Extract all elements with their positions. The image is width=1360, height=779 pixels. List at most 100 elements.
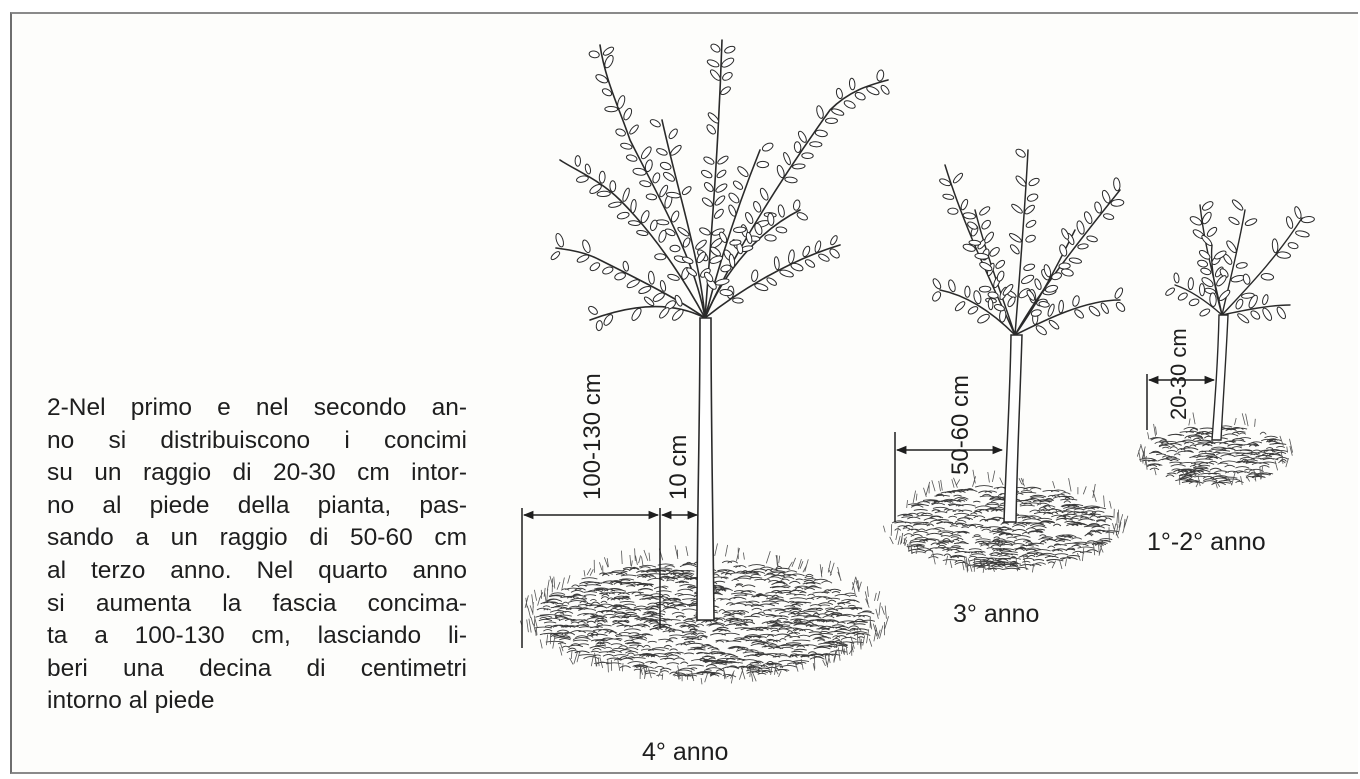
leaf	[980, 219, 992, 231]
leaf	[826, 118, 838, 123]
leaf	[796, 211, 809, 222]
leaf	[1113, 177, 1121, 191]
leaf	[628, 124, 639, 136]
leaf	[1048, 319, 1060, 330]
leaf	[713, 208, 725, 220]
leaf	[640, 209, 651, 223]
leaf	[576, 175, 589, 184]
leaf	[988, 299, 993, 310]
leaf	[628, 220, 640, 226]
leaf	[835, 88, 843, 99]
leaf	[954, 300, 966, 312]
leaf	[880, 84, 891, 96]
leaf	[715, 278, 730, 286]
leaf	[669, 144, 682, 157]
leaf	[965, 286, 970, 297]
leaf	[694, 239, 708, 251]
leaf	[1188, 278, 1194, 290]
leaf	[720, 85, 732, 96]
leaf	[602, 266, 614, 276]
leaf	[1035, 324, 1048, 336]
leaf	[658, 306, 671, 319]
leaf	[700, 169, 713, 179]
leaf	[1272, 239, 1279, 253]
radius-label-year4: 100-130 cm	[579, 373, 606, 500]
leaf	[616, 95, 626, 110]
leaf	[988, 246, 1001, 258]
leaf	[1261, 307, 1273, 322]
leaf	[727, 191, 740, 204]
leaf	[1242, 273, 1251, 285]
leaf	[599, 171, 605, 183]
leaf	[816, 105, 825, 119]
leaf	[643, 296, 655, 307]
leaf	[709, 68, 722, 81]
year-label-1-2: 1°-2° anno	[1147, 528, 1266, 556]
leaf	[754, 282, 769, 292]
leaf	[605, 106, 618, 111]
leaf	[782, 152, 792, 166]
leaf	[1028, 177, 1040, 187]
leaf	[967, 305, 979, 315]
leaf	[1006, 296, 1016, 308]
leaf	[784, 176, 797, 183]
leaf	[1115, 301, 1127, 313]
leaf	[1010, 203, 1023, 215]
leaf	[1261, 273, 1274, 281]
leaf	[615, 128, 627, 137]
leaf	[1058, 300, 1063, 313]
leaf	[978, 205, 991, 216]
leaf	[720, 56, 735, 69]
leaf	[1236, 312, 1250, 324]
leaf	[1025, 219, 1037, 229]
leaf	[644, 159, 653, 172]
tree-year-4: 100-130 cm 10 cm 4° anno	[520, 40, 890, 766]
leaf	[610, 181, 616, 192]
leaf	[597, 191, 610, 197]
leaf	[1165, 287, 1176, 297]
leaf	[649, 118, 661, 128]
leaf	[947, 279, 956, 292]
leaf	[866, 85, 881, 97]
leaf	[744, 211, 754, 224]
leaf	[1277, 251, 1291, 259]
leaf	[876, 69, 885, 81]
tree-crown	[550, 40, 891, 331]
leaf	[1025, 234, 1037, 243]
leaf	[714, 194, 726, 206]
leaf	[774, 256, 780, 269]
leaf	[732, 180, 744, 191]
leaf	[699, 226, 712, 236]
leaf	[759, 187, 770, 201]
tree-trunk	[1212, 315, 1228, 440]
leaf	[979, 286, 991, 292]
leaf	[1101, 189, 1112, 204]
leaf	[994, 303, 1006, 312]
leaf	[554, 233, 565, 248]
leaf	[1015, 175, 1028, 188]
leaf	[589, 261, 601, 272]
leaf	[1301, 216, 1314, 223]
leaf	[1034, 278, 1043, 290]
leaf	[655, 254, 666, 260]
leaf	[670, 210, 681, 223]
leaf	[1231, 198, 1244, 211]
leaf	[636, 230, 648, 237]
leaf	[1199, 284, 1204, 296]
leaf	[1198, 249, 1211, 261]
leaf	[776, 165, 786, 179]
leaf	[1086, 235, 1098, 243]
leaf	[1072, 295, 1081, 307]
leaf	[1100, 302, 1110, 314]
leaf	[1201, 211, 1213, 225]
leaf	[701, 196, 714, 208]
leaf	[550, 250, 561, 261]
leaf	[829, 235, 838, 246]
leaf	[1188, 298, 1199, 307]
leaf	[1206, 226, 1218, 238]
tree-trunk	[697, 318, 714, 620]
leaf	[732, 297, 743, 303]
leaf	[630, 199, 637, 213]
leaf	[626, 154, 638, 163]
leaf	[703, 181, 715, 193]
